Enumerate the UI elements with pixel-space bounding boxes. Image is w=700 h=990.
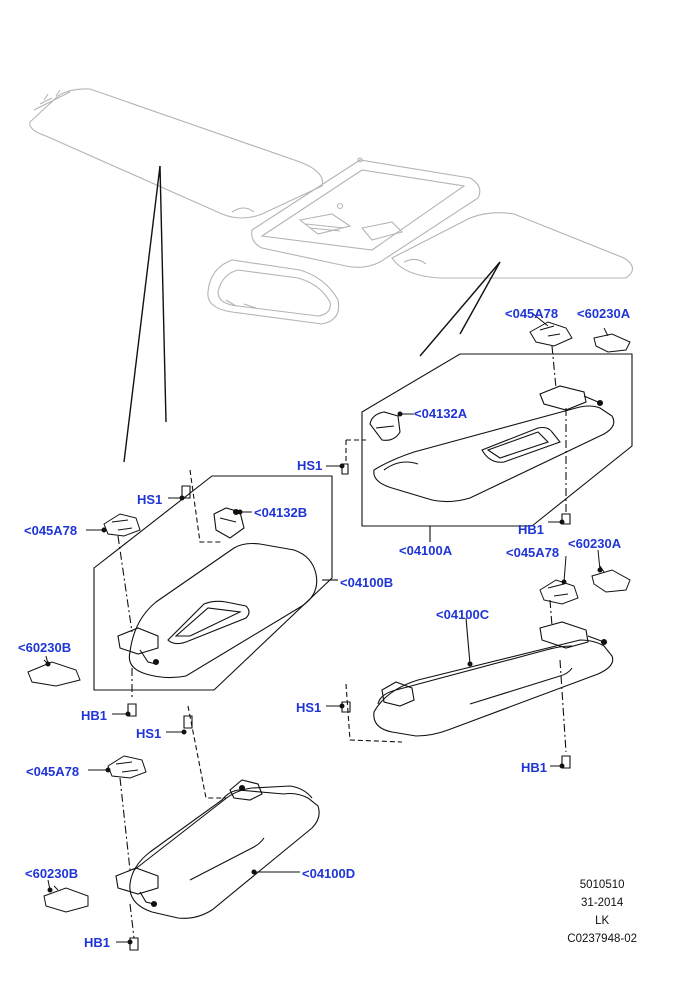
cover-60230b-lower <box>43 885 89 913</box>
reference-model: LK <box>595 915 610 927</box>
callout-hb1-d[interactable]: HB1 <box>84 935 111 950</box>
visor-04100b-assembly <box>93 469 338 717</box>
callout-04100b[interactable]: <04100B <box>340 575 394 590</box>
callout-04100a[interactable]: <04100A <box>399 543 453 558</box>
callout-60230a-mid-right[interactable]: <60230A <box>568 536 622 551</box>
callout-hb1-b[interactable]: HB1 <box>81 708 108 723</box>
visor-04100c-assembly <box>341 599 614 769</box>
callout-hs1-d[interactable]: HS1 <box>136 726 162 741</box>
cover-60230a-top <box>593 327 631 353</box>
visor-04100a-assembly <box>341 345 633 542</box>
leader-lines <box>123 165 501 463</box>
callout-04100d[interactable]: <04100D <box>302 866 356 881</box>
clip-045a78-left <box>103 513 141 537</box>
clip-045a78-left-lower <box>107 755 147 779</box>
callout-60230b-lower[interactable]: <60230B <box>25 866 79 881</box>
callout-60230b-upper[interactable]: <60230B <box>18 640 72 655</box>
callout-045a78-mid-right[interactable]: <045A78 <box>506 545 560 560</box>
roof-lining-background <box>29 88 634 325</box>
callout-60230a-top[interactable]: <60230A <box>577 306 631 321</box>
callout-04132b[interactable]: <04132B <box>254 505 308 520</box>
callout-hs1-a[interactable]: HS1 <box>297 458 323 473</box>
callout-hb1-a[interactable]: HB1 <box>518 522 545 537</box>
callout-hs1-c[interactable]: HS1 <box>296 700 322 715</box>
reference-info: 5010510 31-2014 LK C0237948-02 <box>567 876 637 948</box>
callout-04132a[interactable]: <04132A <box>414 406 468 421</box>
reference-date: 31-2014 <box>581 897 624 909</box>
reference-drawing-id: C0237948-02 <box>567 933 637 945</box>
callout-045a78-left-lower[interactable]: <045A78 <box>26 764 80 779</box>
cover-60230b-upper <box>27 659 81 687</box>
callout-045a78-top[interactable]: <045A78 <box>505 306 559 321</box>
callout-04100c[interactable]: <04100C <box>436 607 490 622</box>
callout-045a78-left[interactable]: <045A78 <box>24 523 78 538</box>
clip-045a78-top <box>529 312 573 347</box>
callout-hs1-b[interactable]: HS1 <box>137 492 163 507</box>
callout-ticks <box>45 411 603 945</box>
reference-number: 5010510 <box>579 879 625 891</box>
callout-hb1-c[interactable]: HB1 <box>521 760 548 775</box>
clip-045a78-mid-right <box>539 579 579 605</box>
visor-04100d-assembly <box>115 705 320 951</box>
